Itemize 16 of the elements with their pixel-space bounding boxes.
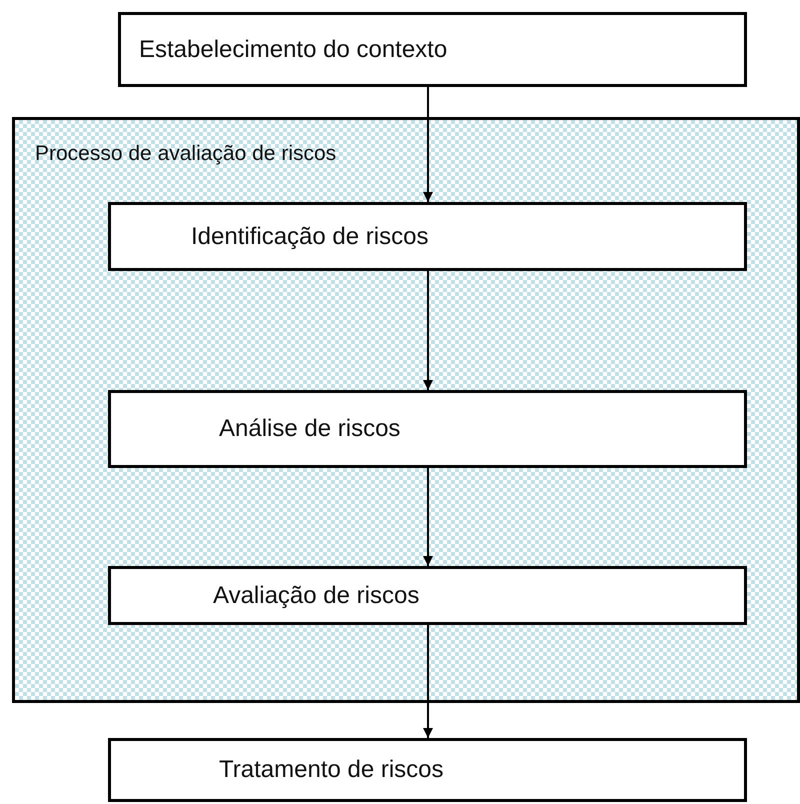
arrow <box>423 271 433 390</box>
arrow <box>423 625 433 738</box>
process-box <box>108 566 747 625</box>
process-box <box>118 12 747 87</box>
group-panel <box>12 117 800 703</box>
box-label: Análise de riscos <box>219 415 400 443</box>
group-title: Processo de avaliação de riscos <box>35 142 336 166</box>
box-label: Identificação de riscos <box>191 222 428 250</box>
process-box <box>108 390 747 468</box>
arrow <box>423 468 433 566</box>
box-label: Avaliação de riscos <box>213 582 420 610</box>
box-label: Estabelecimento do contexto <box>139 36 448 64</box>
box-label: Tratamento de riscos <box>219 756 444 784</box>
process-box <box>108 202 747 271</box>
process-box <box>108 738 747 802</box>
arrow <box>423 87 433 202</box>
